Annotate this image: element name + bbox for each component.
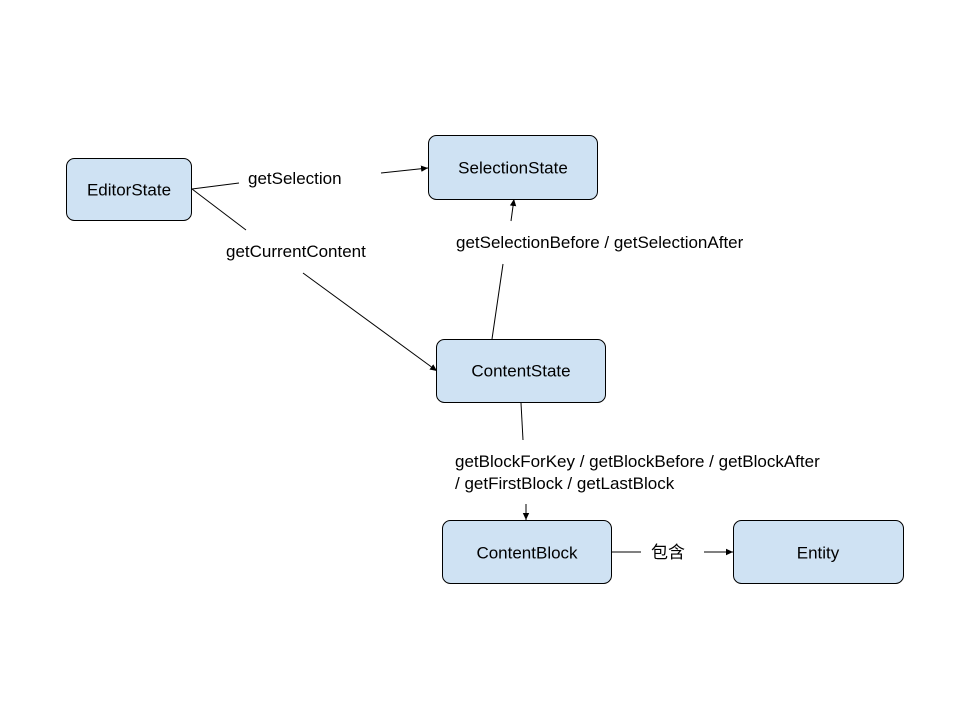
edge-label-get-current-content: getCurrentContent [226, 242, 366, 261]
node-entity-box [733, 520, 904, 584]
node-content-state: ContentState [436, 339, 606, 403]
edge-get-current-content-line-b [302, 272, 438, 372]
edge-get-current-content: getCurrentContent [191, 188, 438, 372]
node-content-block-label: ContentBlock [476, 544, 578, 563]
node-entity: Entity [733, 520, 904, 584]
node-entity-label: Entity [797, 544, 840, 563]
edge-selection-before-after-line-b [509, 198, 517, 222]
node-editor-state-box [66, 158, 192, 221]
edge-get-selection-line-a [191, 182, 240, 190]
node-content-state-box [436, 339, 606, 403]
node-content-block: ContentBlock [442, 520, 612, 584]
node-editor-state-label: EditorState [87, 181, 171, 200]
edge-get-current-content-line-a [191, 188, 247, 231]
node-selection-state-label: SelectionState [458, 159, 568, 178]
edge-contains: 包含 [612, 543, 733, 563]
edge-block-accessors-line-a [520, 402, 524, 441]
edge-label-contains: 包含 [651, 543, 685, 563]
edge-label-block-accessors-line1: getBlockForKey / getBlockBefore / getBlo… [455, 452, 820, 471]
edge-block-accessors: getBlockForKey / getBlockBefore / getBlo… [455, 402, 820, 520]
edge-get-selection: getSelection [191, 165, 429, 190]
edge-label-get-selection: getSelection [248, 169, 342, 188]
edge-get-selection-line-b [380, 165, 429, 174]
node-selection-state-box [428, 135, 598, 200]
node-content-block-box [442, 520, 612, 584]
node-editor-state: EditorState [66, 158, 192, 221]
edge-label-selection-before-after: getSelectionBefore / getSelectionAfter [456, 233, 744, 252]
edge-selection-before-after-line-a [491, 263, 504, 340]
edge-label-block-accessors-line2: / getFirstBlock / getLastBlock [455, 474, 675, 493]
edge-selection-before-after: getSelectionBefore / getSelectionAfter [456, 198, 744, 340]
node-content-state-label: ContentState [471, 362, 570, 381]
node-selection-state: SelectionState [428, 135, 598, 200]
